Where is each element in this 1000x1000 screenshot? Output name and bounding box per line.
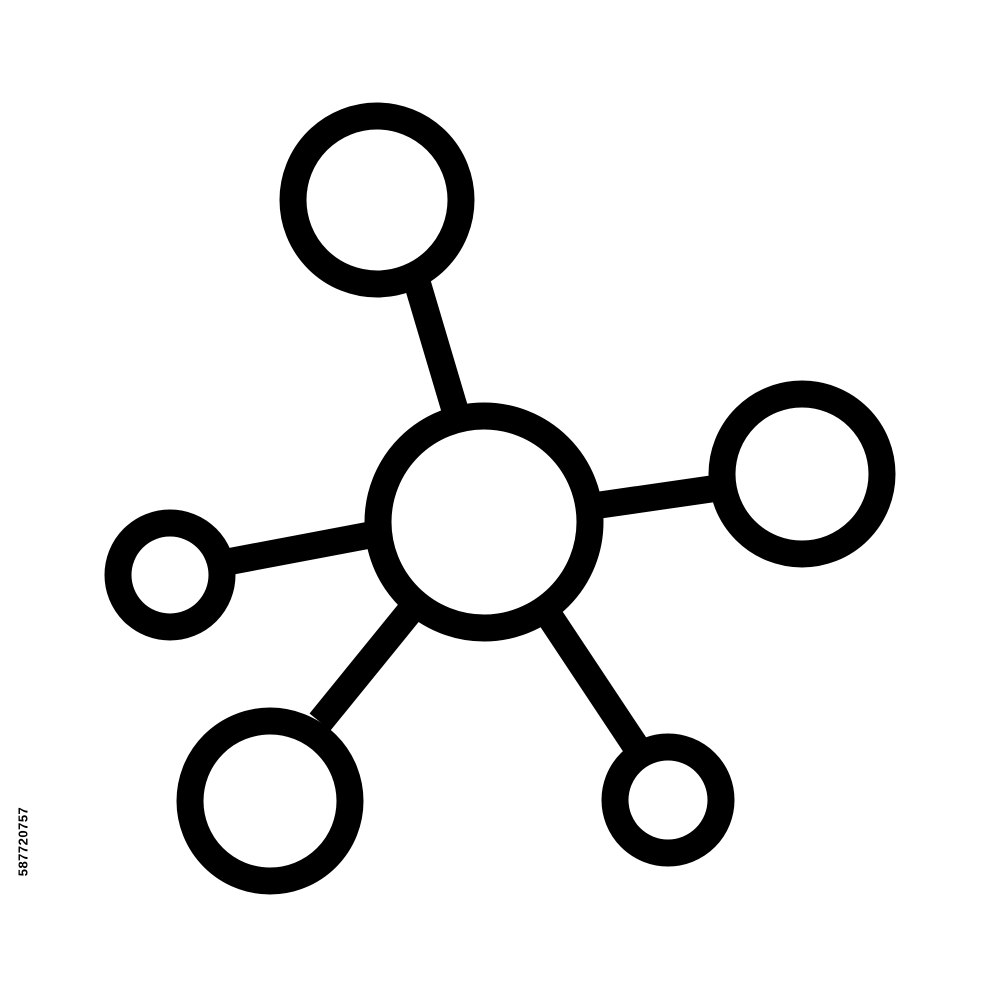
connector-right bbox=[598, 474, 720, 519]
hub-node bbox=[364, 402, 604, 642]
node-top bbox=[279, 102, 475, 298]
connector-bottom-right bbox=[538, 609, 649, 756]
connector-left bbox=[219, 521, 373, 577]
node-bottom-right bbox=[601, 733, 735, 867]
connector-top bbox=[404, 278, 468, 414]
node-bottom-left bbox=[176, 707, 364, 895]
stock-id-text: 587720757 bbox=[15, 806, 31, 876]
nodes bbox=[104, 102, 896, 895]
connector-bottom-left bbox=[309, 601, 422, 731]
connector-lines bbox=[219, 278, 720, 756]
node-left bbox=[104, 509, 236, 641]
node-right bbox=[708, 380, 896, 568]
stock-id-label: 587720757 bbox=[10, 766, 36, 916]
